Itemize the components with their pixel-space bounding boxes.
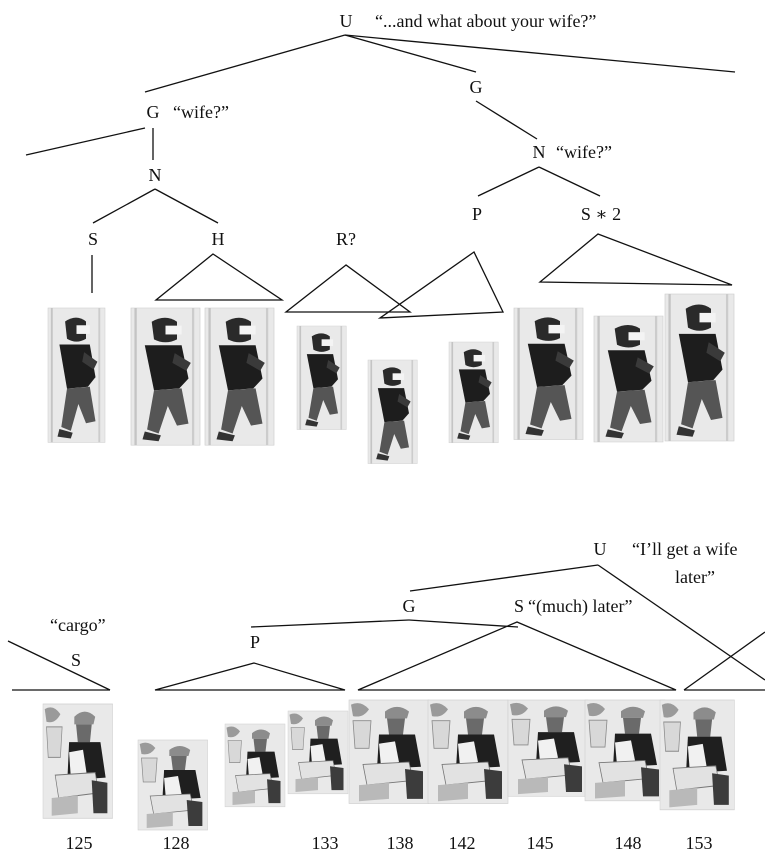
top-left-n-label: N [149, 165, 162, 185]
frame-top-8 [592, 314, 665, 444]
top-s2-label: S ∗ 2 [581, 204, 621, 224]
frame-bottom-5 [348, 699, 430, 805]
triangle-bottom-p [154, 662, 346, 691]
triangle-bottom-s [357, 621, 677, 691]
frame-top-1 [47, 307, 106, 444]
edge-n-h [154, 188, 219, 224]
frame-top-9 [663, 292, 736, 443]
triangle-s2 [538, 233, 733, 286]
top-p-label: P [472, 204, 482, 224]
frame-bottom-3 [224, 723, 286, 808]
frame-top-3 [203, 306, 276, 447]
top-h-label: H [212, 229, 225, 249]
bottom-root-quote-line2: later” [675, 567, 715, 587]
edge-root-far-right [344, 34, 736, 73]
bottom-s-label: S [514, 596, 524, 616]
frame-bottom-2 [137, 739, 209, 831]
triangle-h [154, 253, 285, 301]
frame-bottom-7 [507, 699, 589, 797]
frame-bottom-9 [659, 699, 736, 811]
edge-n-s2 [538, 166, 601, 197]
triangle-r [284, 264, 412, 313]
frame-number: 153 [686, 833, 713, 853]
frame-bottom-4 [287, 710, 349, 795]
frame-number: 125 [66, 833, 93, 853]
frame-number: 138 [387, 833, 414, 853]
edge-bottom-g-p [250, 619, 410, 628]
frame-bottom-1 [42, 703, 114, 819]
top-left-g-quote: “wife?” [173, 102, 229, 122]
edge-n-p [477, 166, 540, 197]
frame-bottom-8 [584, 699, 666, 802]
frame-top-7 [512, 306, 585, 441]
frame-top-5 [367, 359, 419, 465]
bottom-root-label: U [594, 539, 607, 559]
bottom-g-label: G [403, 596, 416, 616]
bottom-cargo-quote: “cargo” [50, 615, 106, 635]
top-s-label: S [88, 229, 98, 249]
edge-bottom-root-right [597, 564, 765, 681]
bottom-p-label: P [250, 632, 260, 652]
top-right-g-label: G [470, 77, 483, 97]
frame-number: 128 [163, 833, 190, 853]
top-left-g-label: G [147, 102, 160, 122]
top-right-n-label: N [533, 142, 546, 162]
bottom-cargo-s-label: S [71, 650, 81, 670]
edge-bottom-root-g [409, 564, 599, 592]
top-r-label: R? [336, 229, 356, 249]
top-root-label: U [340, 11, 353, 31]
edge-bottom-right-tail [683, 631, 765, 691]
edge-left-g-leftward [25, 127, 146, 156]
bottom-s-quote: “(much) later” [528, 596, 632, 617]
bottom-root-quote-line1: “I’ll get a wife [632, 539, 737, 559]
top-right-n-quote: “wife?” [556, 142, 612, 162]
frame-number: 145 [527, 833, 554, 853]
frame-number: 148 [615, 833, 642, 853]
edge-n-s [92, 188, 156, 224]
edge-cargo-diagonal [7, 640, 111, 691]
frame-top-4 [296, 325, 348, 431]
edge-root-left-g [144, 34, 346, 93]
frame-number: 142 [449, 833, 476, 853]
frame-number: 133 [312, 833, 339, 853]
top-root-quote: “...and what about your wife?” [375, 11, 596, 31]
frame-top-6 [448, 341, 500, 444]
triangle-p [377, 251, 505, 319]
frame-number-row: 125 128 133 138 142 145 148 153 [66, 833, 713, 853]
frame-bottom-6 [427, 699, 509, 805]
edge-bottom-g-s [408, 619, 519, 628]
frame-top-2 [129, 306, 202, 447]
edge-root-right-g [344, 34, 477, 73]
edge-right-g-n [475, 100, 538, 140]
